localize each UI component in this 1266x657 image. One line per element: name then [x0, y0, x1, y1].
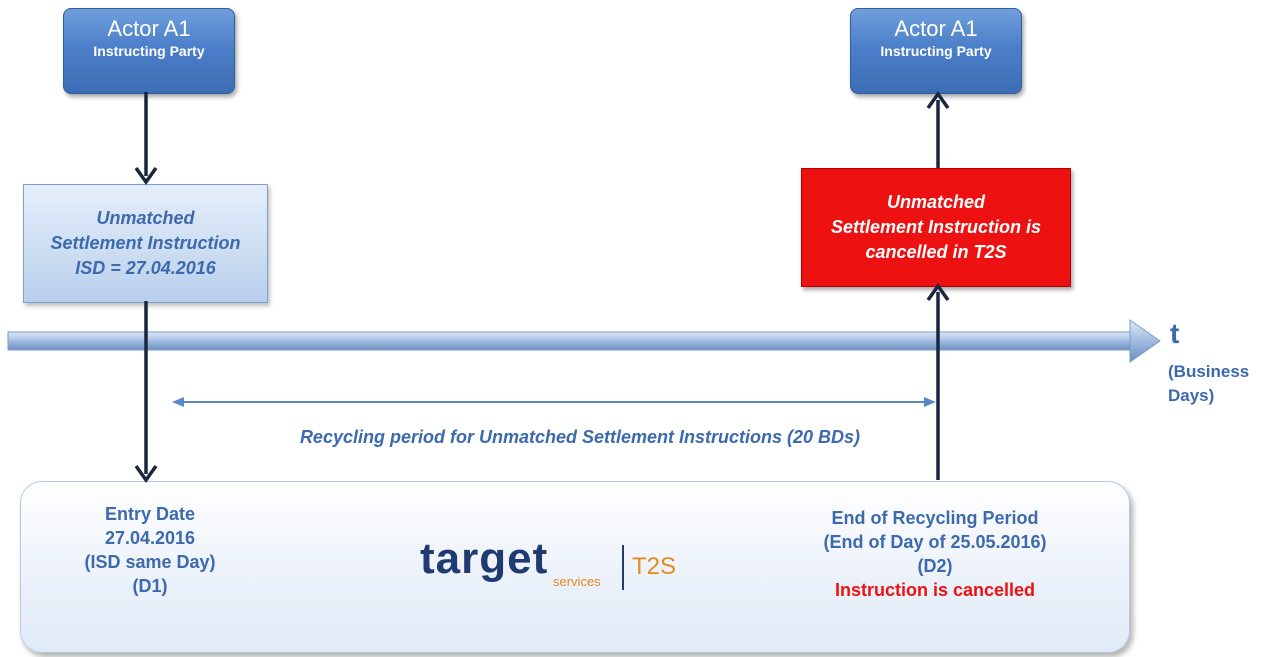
- actor-left-role: Instructing Party: [93, 43, 205, 59]
- end-of-recycling-info: End of Recycling Period (End of Day of 2…: [790, 506, 1080, 602]
- t2s-logo: T2S: [632, 553, 677, 580]
- recycling-period-arrow: [172, 397, 936, 407]
- unmatched-line1: Unmatched: [96, 208, 195, 228]
- entry-line4: (D1): [132, 576, 168, 596]
- actor-right-name: Actor A1: [894, 16, 978, 41]
- end-line1: End of Recycling Period: [831, 508, 1039, 528]
- cancelled-line3: cancelled in T2S: [865, 242, 1007, 262]
- timeline-arrow: [7, 319, 1161, 363]
- actor-left: Actor A1 Instructing Party: [63, 8, 235, 94]
- entry-line1: Entry Date: [104, 504, 196, 524]
- entry-date-info: Entry Date 27.04.2016 (ISD same Day) (D1…: [50, 502, 250, 598]
- bottom-panel: [20, 481, 1130, 653]
- entry-line2: 27.04.2016: [104, 528, 196, 548]
- target-logo-services: services: [553, 574, 601, 589]
- timeline-sublabel: (Business Days): [1168, 360, 1249, 408]
- cancelled-line1: Unmatched: [886, 192, 985, 212]
- arrow-unmatched-to-entry-head: [134, 464, 158, 484]
- actor-left-name: Actor A1: [107, 16, 191, 41]
- entry-line3: (ISD same Day): [84, 552, 216, 572]
- arrow-end-to-cancelled-head: [926, 282, 950, 302]
- end-line3: (D2): [917, 556, 953, 576]
- arrow-actor-to-unmatched-head: [134, 166, 158, 186]
- recycling-period-label: Recycling period for Unmatched Settlemen…: [299, 427, 861, 447]
- cancelled-instruction-box: Unmatched Settlement Instruction is canc…: [801, 168, 1071, 287]
- unmatched-line2: Settlement Instruction: [50, 233, 241, 253]
- target-logo: target: [420, 534, 549, 583]
- timeline-label: t: [1170, 318, 1180, 349]
- end-line2: (End of Day of 25.05.2016): [823, 532, 1047, 552]
- end-line4: Instruction is cancelled: [834, 580, 1036, 600]
- arrow-cancelled-to-actor-head: [926, 90, 950, 110]
- timeline-sublabel-line2: Days): [1168, 386, 1215, 405]
- cancelled-line2: Settlement Instruction is: [830, 217, 1042, 237]
- timeline-sublabel-line1: (Business: [1168, 362, 1250, 381]
- actor-right-role: Instructing Party: [880, 43, 992, 59]
- unmatched-line3: ISD = 27.04.2016: [75, 258, 216, 278]
- logo-separator: [622, 545, 624, 590]
- actor-right: Actor A1 Instructing Party: [850, 8, 1022, 94]
